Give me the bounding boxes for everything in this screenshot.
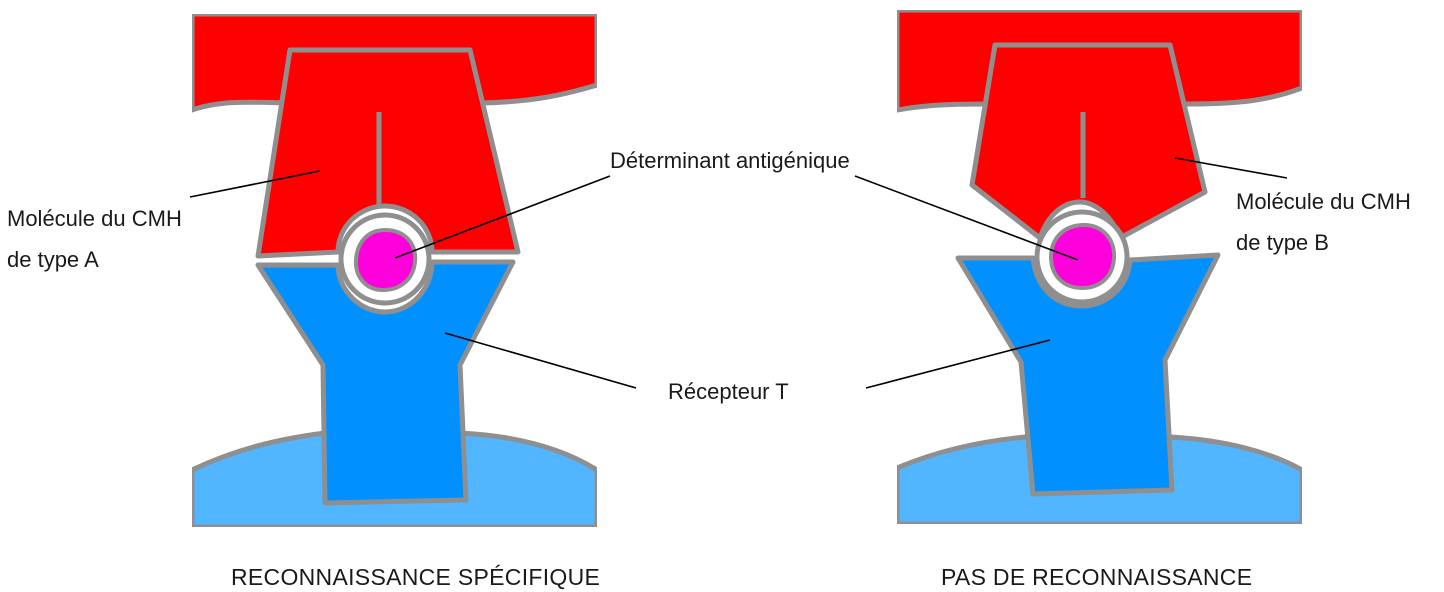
label-mhc-b-line1: Molécule du CMH	[1236, 189, 1411, 214]
label-mhc-a-line1: Molécule du CMH	[7, 206, 182, 231]
leader-determinant-a	[394, 175, 611, 259]
label-mhc-a-line2: de type A	[7, 247, 99, 272]
t-receptor-b	[955, 252, 1221, 497]
leader-receptor-b	[865, 339, 1051, 389]
panel-no-recognition	[897, 10, 1302, 524]
label-t-receptor: Récepteur T	[668, 379, 789, 404]
caption-no-recognition: PAS DE RECONNAISSANCE	[941, 564, 1253, 590]
caption-specific-recognition: RECONNAISSANCE SPÉCIFIQUE	[231, 564, 601, 590]
mhc-molecule-a	[255, 47, 521, 259]
panel-specific-recognition	[192, 14, 597, 527]
leader-determinant-b	[854, 175, 1079, 261]
leader-mhc-b	[1174, 157, 1288, 179]
mhc-molecule-b	[969, 42, 1208, 241]
label-antigenic-determinant: Déterminant antigénique	[610, 148, 850, 173]
antigenic-determinant-a	[353, 227, 418, 293]
t-receptor-a	[255, 259, 516, 506]
leader-receptor-a	[444, 332, 637, 389]
antigenic-determinant-b	[1048, 222, 1117, 291]
leader-mhc-a	[189, 170, 321, 198]
label-mhc-b-line2: de type B	[1236, 230, 1329, 255]
leader-lines	[189, 157, 1288, 389]
